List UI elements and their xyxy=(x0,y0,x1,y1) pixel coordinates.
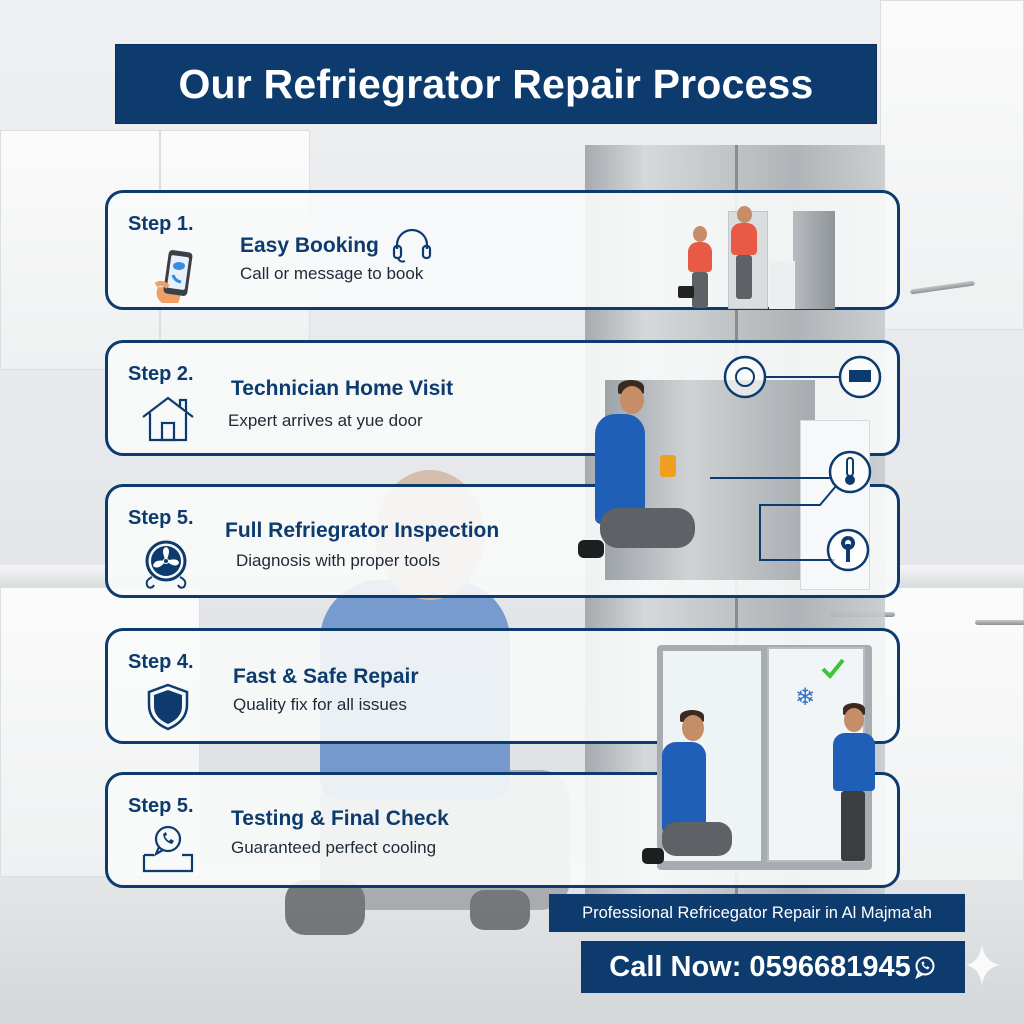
step-heading: Full Refriegrator Inspection xyxy=(225,519,500,542)
step-heading: Testing & Final Check xyxy=(231,807,449,830)
fan-icon xyxy=(145,540,187,589)
whatsapp-icon xyxy=(914,956,935,979)
tagline-banner: Professional Refricegator Repair in Al M… xyxy=(549,894,965,932)
counter xyxy=(769,261,795,309)
call-now-text: Call Now: 0596681945 xyxy=(609,950,911,983)
step-description: Diagnosis with proper tools xyxy=(236,551,441,570)
title-banner: Our Refriegrator Repair Process xyxy=(115,44,877,124)
step-description: Expert arrives at yue door xyxy=(228,411,423,430)
sparkle-icon xyxy=(966,944,1000,986)
step-label: Step 2. xyxy=(128,363,194,385)
step-label: Step 5. xyxy=(128,795,194,817)
refrigerator xyxy=(793,211,835,309)
phone-in-hand-icon xyxy=(154,250,193,303)
step-heading: Technician Home Visit xyxy=(231,377,454,400)
technicians-arriving-illustration xyxy=(673,201,873,309)
snowflake-icon: ❄ xyxy=(795,684,816,711)
step-heading: Easy Booking xyxy=(240,229,433,263)
checkmark-icon xyxy=(821,658,845,679)
tagline-text: Professional Refricegator Repair in Al M… xyxy=(582,903,932,922)
page-title: Our Refriegrator Repair Process xyxy=(178,60,814,107)
step-description: Quality fix for all issues xyxy=(233,695,407,714)
cabinet-handle xyxy=(975,620,1024,625)
shield-icon xyxy=(147,683,189,731)
multimeter xyxy=(660,455,676,477)
upper-cabinet-right xyxy=(880,0,1024,330)
step-label: Step 5. xyxy=(128,507,194,529)
lower-cabinet-right xyxy=(880,587,1024,907)
technician-inspection-illustration xyxy=(575,360,875,590)
thermometer-icon xyxy=(828,450,872,494)
headset-icon xyxy=(392,229,431,263)
step-description: Call or message to book xyxy=(240,264,424,283)
repair-and-testing-illustration: ❄ xyxy=(642,635,890,875)
diagnostic-icons xyxy=(710,355,882,572)
step-description: Guaranteed perfect cooling xyxy=(231,838,437,857)
step-card-1: Step 1. Easy Booking Call or message to … xyxy=(105,190,900,310)
house-icon xyxy=(142,396,194,442)
step-label: Step 1. xyxy=(128,213,194,235)
compressor-icon xyxy=(723,355,767,399)
step-heading: Fast & Safe Repair xyxy=(233,665,419,688)
call-now-button[interactable]: Call Now: 0596681945 xyxy=(581,941,965,993)
whatsapp-chat-icon xyxy=(142,825,194,873)
step-label: Step 4. xyxy=(128,651,194,673)
